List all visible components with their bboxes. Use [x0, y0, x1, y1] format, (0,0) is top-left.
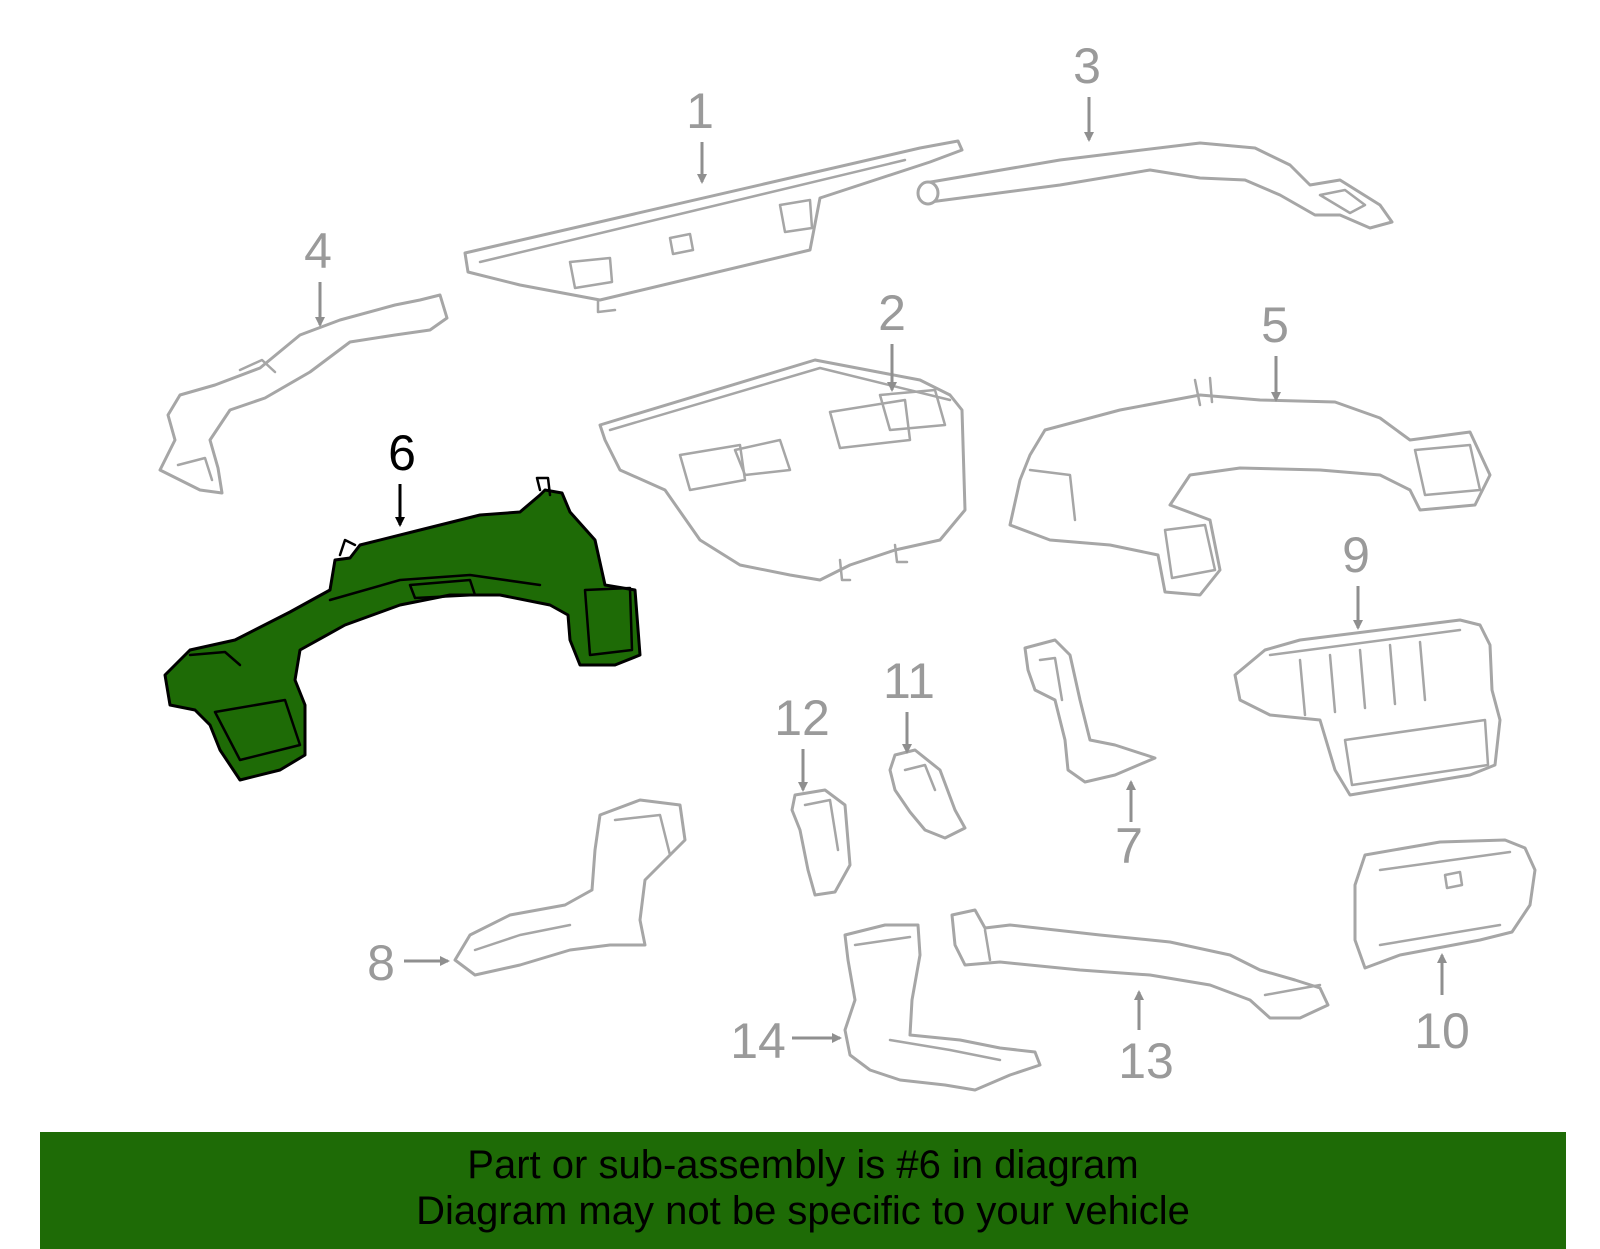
- callout-11: 11: [883, 653, 935, 709]
- callout-3: 3: [1073, 38, 1101, 94]
- part-3-side-duct[interactable]: [916, 141, 1394, 230]
- part-info-banner: Part or sub-assembly is #6 in diagram Di…: [40, 1132, 1566, 1249]
- callout-8: 8: [367, 935, 395, 991]
- callout-2: 2: [878, 285, 906, 341]
- part-6-instrument-panel-duct[interactable]: [163, 476, 642, 782]
- part-7-duct[interactable]: [1023, 638, 1157, 784]
- part-11-duct[interactable]: [888, 748, 967, 840]
- part-4-side-duct[interactable]: [158, 293, 449, 495]
- part-5-right-duct[interactable]: [1008, 376, 1492, 597]
- callout-13: 13: [1118, 1033, 1174, 1089]
- callout-5: 5: [1261, 297, 1289, 353]
- callout-14: 14: [730, 1013, 786, 1069]
- banner-line-1: Part or sub-assembly is #6 in diagram: [467, 1143, 1139, 1187]
- part-9-center-register[interactable]: [1233, 618, 1502, 797]
- callout-12: 12: [774, 690, 830, 746]
- part-2-center-duct[interactable]: [598, 358, 967, 582]
- part-12-duct[interactable]: [790, 788, 852, 897]
- part-14-duct[interactable]: [843, 923, 1042, 1092]
- part-1-defroster-nozzle[interactable]: [463, 139, 964, 314]
- callout-9: 9: [1342, 527, 1370, 583]
- callout-4: 4: [304, 223, 332, 279]
- part-10-register[interactable]: [1353, 838, 1537, 970]
- part-13-duct[interactable]: [950, 908, 1330, 1020]
- banner-line-2: Diagram may not be specific to your vehi…: [416, 1189, 1190, 1233]
- part-8-duct[interactable]: [453, 798, 687, 977]
- callout-10: 10: [1414, 1003, 1470, 1059]
- callout-1: 1: [686, 83, 714, 139]
- callout-6: 6: [388, 425, 416, 481]
- callout-7: 7: [1115, 818, 1143, 874]
